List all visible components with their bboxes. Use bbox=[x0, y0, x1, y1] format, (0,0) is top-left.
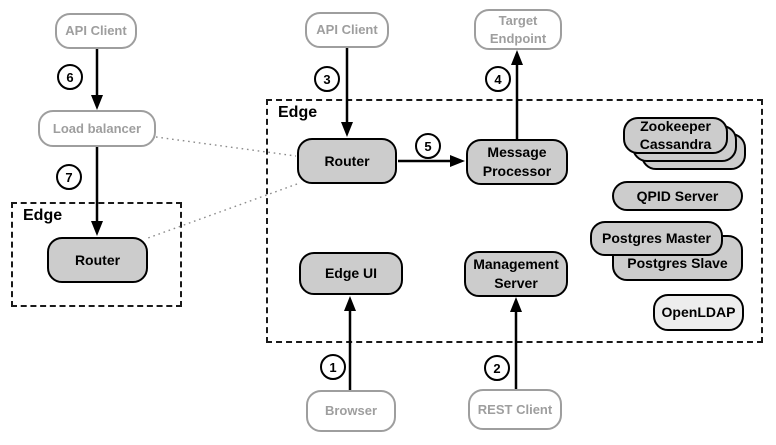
node-load-balancer: Load balancer bbox=[38, 110, 156, 147]
step-5-badge: 5 bbox=[415, 133, 441, 159]
step-6-badge: 6 bbox=[57, 64, 83, 90]
node-router-left: Router bbox=[47, 237, 148, 283]
node-browser: Browser bbox=[306, 390, 396, 432]
node-openldap: OpenLDAP bbox=[653, 294, 744, 331]
node-postgres-master: Postgres Master bbox=[590, 221, 723, 256]
step-4-badge: 4 bbox=[485, 66, 511, 92]
node-target-endpoint: Target Endpoint bbox=[474, 9, 562, 50]
node-zookeeper-cassandra: Zookeeper Cassandra bbox=[623, 117, 728, 154]
step-2-badge: 2 bbox=[484, 355, 510, 381]
node-router: Router bbox=[297, 138, 397, 184]
node-api-client-left: API Client bbox=[55, 13, 137, 49]
edge-group-main-label: Edge bbox=[278, 104, 318, 121]
step-1-badge: 1 bbox=[320, 354, 346, 380]
node-api-client-mid: API Client bbox=[305, 12, 389, 48]
node-qpid-server: QPID Server bbox=[612, 181, 743, 211]
node-management-server: Management Server bbox=[464, 251, 568, 297]
node-rest-client: REST Client bbox=[468, 389, 562, 430]
step-3-badge: 3 bbox=[314, 66, 340, 92]
edge-group-left-label: Edge bbox=[23, 207, 63, 224]
node-edge-ui: Edge UI bbox=[299, 252, 403, 295]
step-7-badge: 7 bbox=[56, 164, 82, 190]
node-message-processor: Message Processor bbox=[466, 139, 568, 185]
edge-group-main: Edge bbox=[266, 99, 763, 343]
